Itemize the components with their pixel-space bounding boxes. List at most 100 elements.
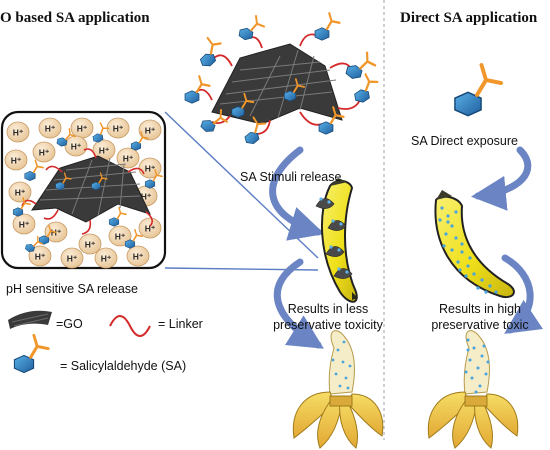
- proton-particle: H⁺: [116, 147, 140, 169]
- proton-label: H⁺: [13, 128, 24, 138]
- legend: [8, 310, 151, 374]
- sa-dot: [472, 272, 476, 276]
- label-result-high-1: Results in high: [439, 302, 521, 316]
- sa-molecule-icon: [55, 172, 72, 191]
- legend-sa-label: = Salicylaldehyde (SA): [60, 359, 187, 373]
- proton-label: H⁺: [99, 146, 110, 156]
- proton-particle: H⁺: [28, 245, 52, 267]
- sa-molecule-icon: [200, 109, 229, 132]
- sa-molecule-icon: [91, 172, 108, 191]
- sa-molecule-icon: [56, 128, 76, 147]
- go-sheet-icon: [211, 43, 343, 125]
- proton-label: H⁺: [77, 124, 88, 134]
- sa-molecule-icon: [184, 75, 211, 104]
- proton-particle: H⁺: [60, 247, 84, 269]
- proton-particle: H⁺: [126, 245, 150, 267]
- sa-molecule-icon: [314, 12, 341, 41]
- sa-dot: [484, 290, 488, 294]
- sa-molecule-icon: [199, 36, 222, 67]
- sa-dot: [466, 264, 470, 268]
- proton-particle: H⁺: [64, 135, 88, 157]
- proton-particle: H⁺: [8, 181, 32, 203]
- legend-sa-icon: [13, 333, 50, 374]
- sa-molecule-icon: [284, 78, 306, 102]
- proton-label: H⁺: [113, 124, 124, 134]
- direct-sa-molecule: [454, 63, 503, 117]
- label-result-less-1: Results in less: [287, 302, 369, 316]
- label-result-less-2: preservative toxicity: [273, 318, 383, 332]
- legend-go-label: =GO: [56, 317, 83, 331]
- proton-particle: H⁺: [70, 117, 94, 139]
- sa-dot: [456, 260, 460, 264]
- go-sa-composite: [184, 12, 379, 145]
- sa-molecule-icon: [238, 14, 266, 41]
- proton-label: H⁺: [141, 192, 152, 202]
- sa-molecule-icon: [318, 106, 345, 135]
- proton-particle: H⁺: [32, 141, 56, 163]
- proton-label: H⁺: [39, 148, 50, 158]
- proton-particle: H⁺: [106, 117, 130, 139]
- sa-dot: [464, 274, 468, 278]
- sa-dot: [440, 206, 444, 210]
- proton-particle: H⁺: [78, 233, 102, 255]
- sa-dot: [494, 290, 498, 294]
- sa-molecule-icon: [345, 51, 377, 79]
- proton-label: H⁺: [123, 154, 134, 164]
- sa-dot: [444, 232, 448, 236]
- sa-molecule-icon: [25, 235, 44, 253]
- sa-molecule-icon: [24, 159, 44, 182]
- sa-dot: [460, 242, 464, 246]
- sa-molecule-icon: [124, 228, 143, 249]
- sa-molecule-icon: [244, 116, 267, 145]
- sa-molecule-icon: [231, 92, 255, 118]
- proton-label: H⁺: [85, 240, 96, 250]
- proton-label: H⁺: [145, 126, 156, 136]
- proton-label: H⁺: [15, 188, 26, 198]
- sa-dot: [442, 244, 446, 248]
- proton-label: H⁺: [11, 156, 22, 166]
- proton-particle: H⁺: [6, 121, 30, 143]
- sa-dot: [488, 284, 492, 288]
- label-stimuli-release: SA Stimuli release: [240, 170, 342, 184]
- inset-connector-lines: [164, 111, 319, 271]
- sa-dot: [476, 286, 480, 290]
- sa-molecule-icon: [12, 196, 31, 217]
- sa-molecule-icon: [38, 224, 57, 245]
- sa-dot: [438, 218, 442, 222]
- proton-particle: H⁺: [94, 247, 118, 269]
- proton-label: H⁺: [115, 232, 126, 242]
- sa-dot: [450, 248, 454, 252]
- banana-direct-sa: [434, 190, 515, 298]
- proton-label: H⁺: [35, 252, 46, 262]
- inset-caption: pH sensitive SA release: [6, 282, 139, 296]
- sa-dot: [460, 250, 464, 254]
- sa-molecule-icon: [92, 122, 110, 143]
- sa-dot: [458, 268, 462, 272]
- sa-dot: [450, 224, 454, 228]
- sa-molecule-icon: [454, 63, 503, 117]
- sa-dot: [454, 236, 458, 240]
- legend-linker-label: = Linker: [158, 317, 203, 331]
- sa-molecule-icon: [130, 130, 149, 151]
- label-result-high-2: preservative toxic: [431, 318, 529, 332]
- go-cluster: [327, 219, 347, 231]
- sa-molecule-icon: [144, 168, 163, 189]
- proton-label: H⁺: [67, 254, 78, 264]
- title-go-based: O based SA application: [0, 10, 150, 26]
- peeled-banana-right: [427, 330, 519, 449]
- peeled-banana-left: [292, 330, 384, 449]
- sa-molecule-icon: [108, 206, 127, 227]
- legend-go-icon: [8, 310, 52, 329]
- flow-arrows-right: [471, 146, 544, 334]
- proton-particle: H⁺: [12, 213, 36, 235]
- proton-label: H⁺: [71, 142, 82, 152]
- sa-molecule-icon: [13, 333, 50, 374]
- proton-label: H⁺: [101, 254, 112, 264]
- sa-molecules: [184, 12, 379, 145]
- proton-particle: H⁺: [138, 119, 162, 141]
- sa-molecule-icon: [354, 73, 379, 103]
- go-cluster: [315, 197, 335, 209]
- banana-go-treated: [315, 178, 358, 303]
- proton-label: H⁺: [133, 252, 144, 262]
